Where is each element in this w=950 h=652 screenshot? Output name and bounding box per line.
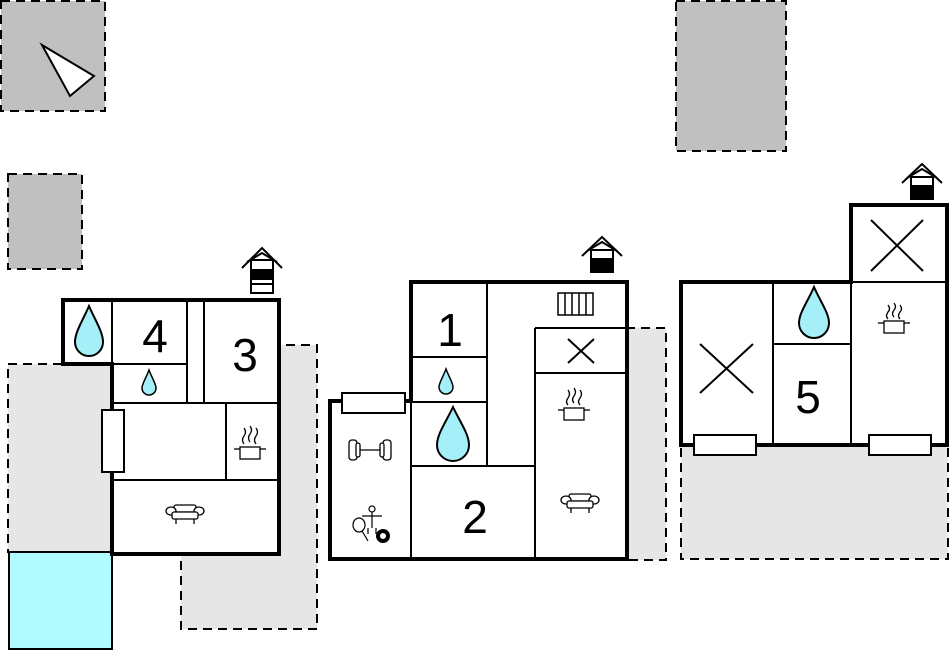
window-icon (693, 434, 757, 456)
billiards-ball-icon (376, 529, 390, 543)
fitness-dumbbell-icon (348, 439, 392, 461)
house-icon (241, 246, 283, 294)
terrace-left (7, 363, 113, 553)
room-number-5: 5 (795, 371, 821, 423)
kitchen-pot-icon (234, 425, 266, 460)
window-icon (341, 392, 406, 414)
bathroom-drop-icon (73, 303, 105, 357)
terrace-2 (625, 327, 667, 561)
bedroom-cross-icon (870, 219, 924, 272)
building-left (61, 298, 281, 556)
room-number-1: 1 (437, 304, 463, 356)
room-number-2: 2 (462, 491, 488, 543)
kitchen-pot-icon (878, 302, 910, 334)
shower-drop-icon (141, 367, 157, 396)
bathroom-drop-icon (435, 404, 471, 462)
kitchen-pot-icon (558, 387, 590, 421)
bathroom-drop-icon (797, 284, 831, 339)
window-icon (101, 409, 125, 473)
house-icon (901, 162, 943, 200)
terrace-3 (680, 444, 949, 560)
compass-arrow-icon (39, 42, 96, 98)
living-sofa-icon (165, 504, 205, 524)
outbuilding-left (7, 173, 83, 270)
foosball-icon (362, 505, 382, 534)
pool (8, 551, 113, 650)
building-middle (328, 280, 629, 561)
radiator-icon (557, 292, 594, 316)
window-icon (868, 434, 932, 456)
room-number-4: 4 (142, 310, 168, 362)
shower-drop-icon (438, 366, 454, 395)
bedroom-cross-icon (567, 338, 595, 364)
room-number-3: 3 (232, 329, 258, 381)
bedroom-cross-icon (699, 343, 754, 394)
house-icon (581, 235, 623, 273)
table-tennis-icon (352, 517, 369, 542)
outbuilding-top-right (675, 0, 787, 152)
living-sofa-icon (560, 493, 600, 513)
